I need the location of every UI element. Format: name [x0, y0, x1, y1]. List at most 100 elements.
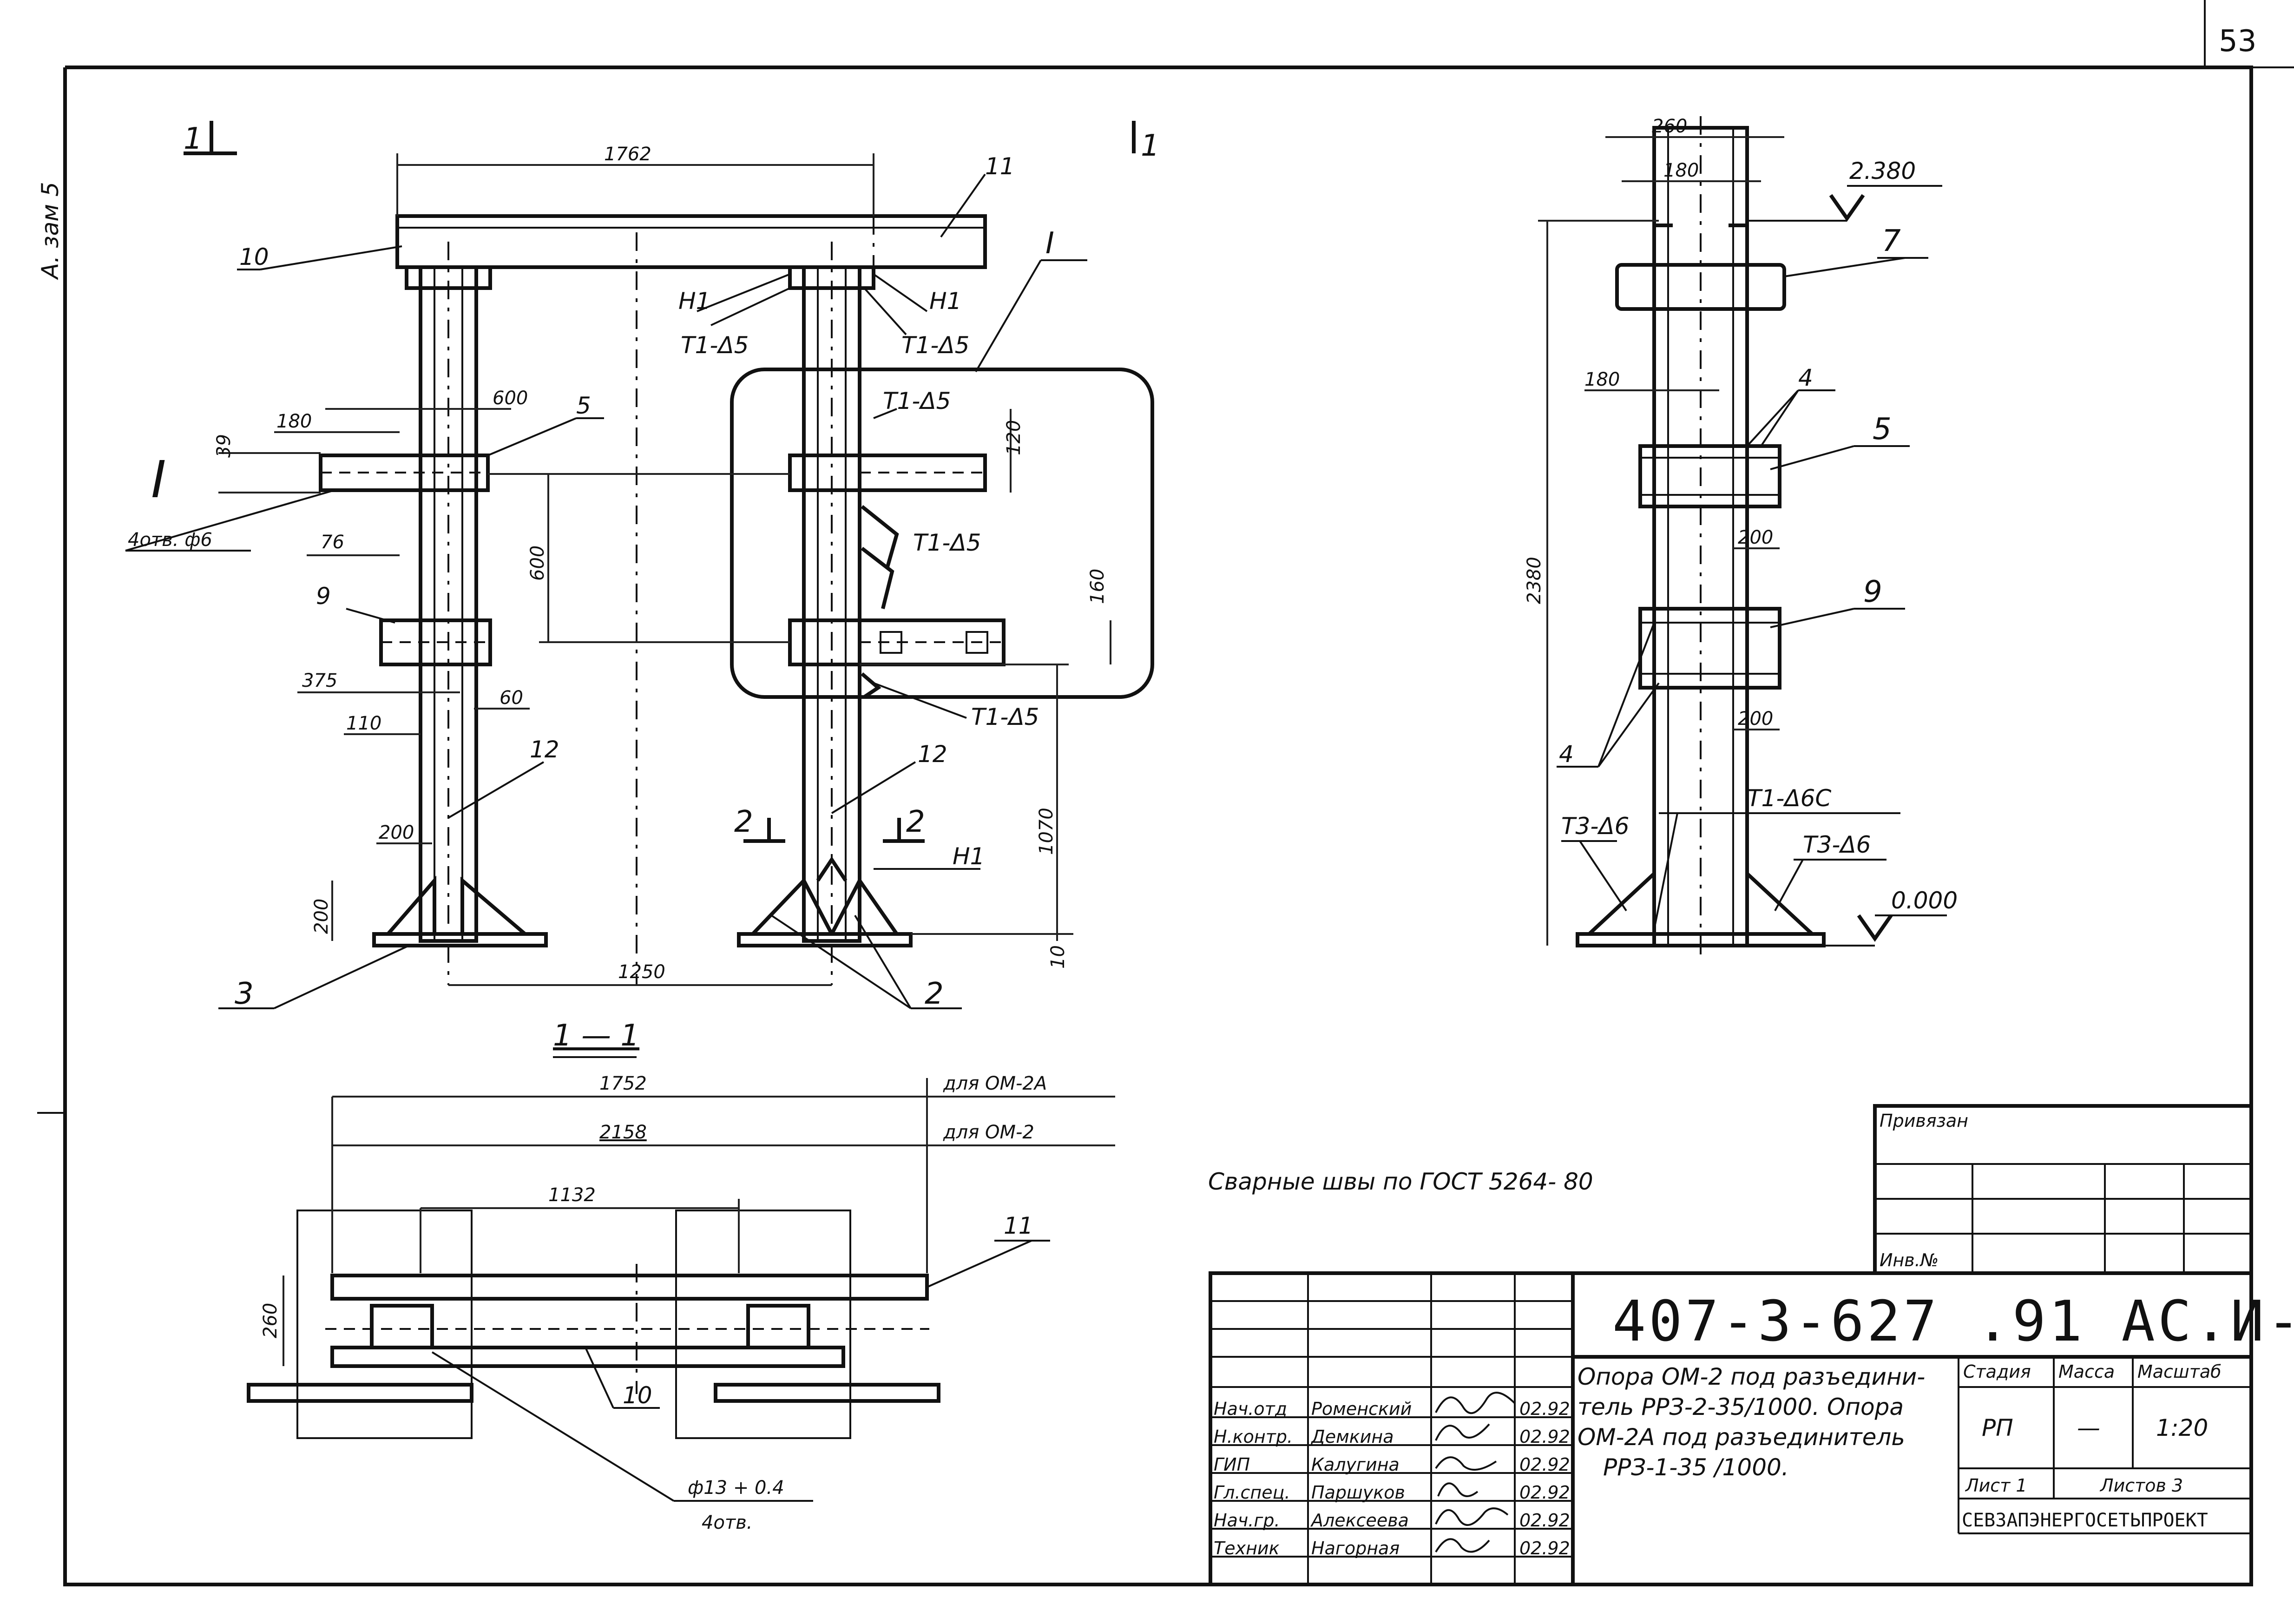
- welds-note: Сварные швы по ГОСТ 5264- 80: [1208, 1168, 1593, 1195]
- label-11: 11: [985, 153, 1015, 180]
- title-block: Привязан Инв.№ 407-3-627 .91 АС.И-74 Опо…: [1209, 1104, 2294, 1586]
- tb-stage: РП: [1982, 1414, 2013, 1441]
- sig-role: ГИП: [1214, 1454, 1250, 1475]
- dim-60: 60: [500, 687, 523, 709]
- side-dim-180-mid: 180: [1584, 369, 1620, 390]
- label-weld-left: Т1-Δ5: [681, 332, 749, 359]
- dim-39: 39: [213, 434, 235, 458]
- right-base-plate-2: [737, 932, 913, 947]
- side-label-4-top: 4: [1798, 364, 1813, 391]
- dim-375: 375: [302, 670, 337, 691]
- sig-date: 02.92: [1519, 1482, 1570, 1503]
- tb-inv-no: Инв.№: [1880, 1250, 1939, 1270]
- side-weld-right: Т3-Δ6: [1803, 831, 1871, 858]
- elevation-bottom: 0.000: [1891, 887, 1958, 914]
- sig-name: Нагорная: [1311, 1538, 1400, 1558]
- label-weld-node-low: Т1-Δ5: [971, 704, 1039, 730]
- label-5: 5: [576, 392, 591, 419]
- section-hole-spec: ф13 + 0.4: [688, 1477, 784, 1499]
- sig-role: Н.контр.: [1214, 1427, 1293, 1447]
- label-h1-right: Н1: [929, 288, 961, 315]
- label-12-right: 12: [918, 741, 947, 768]
- tb-sheet: Лист 1: [1965, 1475, 2027, 1496]
- label-weld-node-top: Т1-Δ5: [883, 388, 951, 414]
- front-view: 1 1 1762: [125, 121, 1160, 1011]
- label-h1-base: Н1: [953, 843, 985, 870]
- sig-role: Гл.спец.: [1214, 1482, 1290, 1503]
- signature-mark: [1435, 1507, 1509, 1526]
- sig-date: 02.92: [1519, 1427, 1570, 1447]
- signature-row: Нач.гр. Алексеева 02.92: [1214, 1507, 1570, 1531]
- section-note-2158: для ОМ-2: [943, 1122, 1034, 1143]
- dim-600-top: 600: [493, 388, 528, 409]
- signature-row: Гл.спец. Паршуков 02.92: [1214, 1482, 1570, 1503]
- section-2-b: 2: [906, 805, 925, 839]
- label-h1-left: Н1: [678, 288, 710, 315]
- dim-top-span: 1762: [604, 144, 651, 165]
- side-dim-200-a: 200: [1738, 527, 1773, 548]
- section-beam-11: [330, 1274, 929, 1301]
- left-base-plate-3: [372, 932, 548, 947]
- side-stamp: А. зам 5: [37, 182, 64, 280]
- side-label-7: 7: [1882, 224, 1901, 258]
- right-crossarm-5: [788, 454, 987, 492]
- tb-desc-4: РРЗ-1-35 /1000.: [1603, 1454, 1789, 1481]
- side-dim-200-b: 200: [1738, 708, 1773, 730]
- dim-10: 10: [1047, 945, 1069, 969]
- elevation-top: 2.380: [1849, 158, 1916, 184]
- sig-name: Роменский: [1311, 1399, 1412, 1419]
- section-mark-left: 1: [184, 122, 203, 156]
- label-2: 2: [925, 977, 944, 1011]
- dim-1070: 1070: [1036, 808, 1057, 855]
- side-label-4-low: 4: [1559, 741, 1574, 768]
- signature-row: Н.контр. Демкина 02.92: [1214, 1423, 1570, 1447]
- label-10: 10: [239, 243, 269, 270]
- section-label-11: 11: [1004, 1212, 1033, 1239]
- sig-date: 02.92: [1519, 1510, 1570, 1531]
- section-dim-260: 260: [260, 1303, 281, 1338]
- sig-role: Техник: [1214, 1538, 1280, 1558]
- signature-mark: [1435, 1423, 1490, 1441]
- dim-110: 110: [346, 713, 381, 734]
- label-9: 9: [316, 583, 331, 610]
- side-dim-260: 260: [1652, 116, 1687, 137]
- sheet-number: 53: [2219, 24, 2256, 59]
- label-holes-left: 4отв. ф6: [128, 529, 212, 551]
- side-weld-left: Т3-Δ6: [1561, 813, 1629, 840]
- sig-date: 02.92: [1519, 1399, 1570, 1419]
- tb-mass: —: [2077, 1414, 2100, 1441]
- side-cap-7: [1615, 263, 1786, 311]
- signature-mark: [1435, 1392, 1516, 1414]
- section-2-a: 2: [734, 805, 753, 839]
- label-12-left: 12: [530, 736, 559, 763]
- side-base-plate: [1576, 932, 1826, 947]
- tb-scale: 1:20: [2156, 1414, 2208, 1441]
- dim-200-h: 200: [379, 822, 414, 843]
- dim-600-vert: 600: [527, 546, 548, 581]
- section-dim-1752: 1752: [599, 1073, 647, 1094]
- sig-date: 02.92: [1519, 1454, 1570, 1475]
- dim-120: 120: [1003, 420, 1025, 455]
- section-mark-right: 1: [1141, 129, 1160, 163]
- tb-privyazan: Привязан: [1880, 1111, 1968, 1131]
- signature-row: ГИП Калугина 02.92: [1214, 1454, 1570, 1475]
- signature-mark: [1435, 1456, 1497, 1471]
- tb-desc-1: Опора ОМ-2 под разъедини-: [1578, 1363, 1925, 1390]
- section-dim-2158: 2158: [599, 1122, 647, 1143]
- signature-mark: [1435, 1538, 1490, 1553]
- foundation-pad-right: [675, 1210, 851, 1439]
- side-dim-2380: 2380: [1524, 557, 1545, 604]
- label-3: 3: [235, 977, 254, 1011]
- section-label-10: 10: [623, 1382, 652, 1409]
- section-beam-10: [330, 1346, 845, 1368]
- tb-scale-header: Масштаб: [2137, 1361, 2222, 1382]
- sig-name: Алексеева: [1310, 1510, 1409, 1531]
- signature-row: Нач.отд Роменский 02.92: [1214, 1392, 1570, 1419]
- label-weld-right: Т1-Δ5: [901, 332, 969, 359]
- sig-date: 02.92: [1519, 1538, 1570, 1558]
- tb-desc-2: тель РРЗ-2-35/1000. Опора: [1578, 1394, 1904, 1420]
- tb-mass-header: Масса: [2058, 1361, 2115, 1382]
- tb-desc-3: ОМ-2А под разъединитель: [1578, 1424, 1905, 1451]
- label-I: I: [1045, 226, 1054, 261]
- section-dim-1132: 1132: [548, 1184, 596, 1206]
